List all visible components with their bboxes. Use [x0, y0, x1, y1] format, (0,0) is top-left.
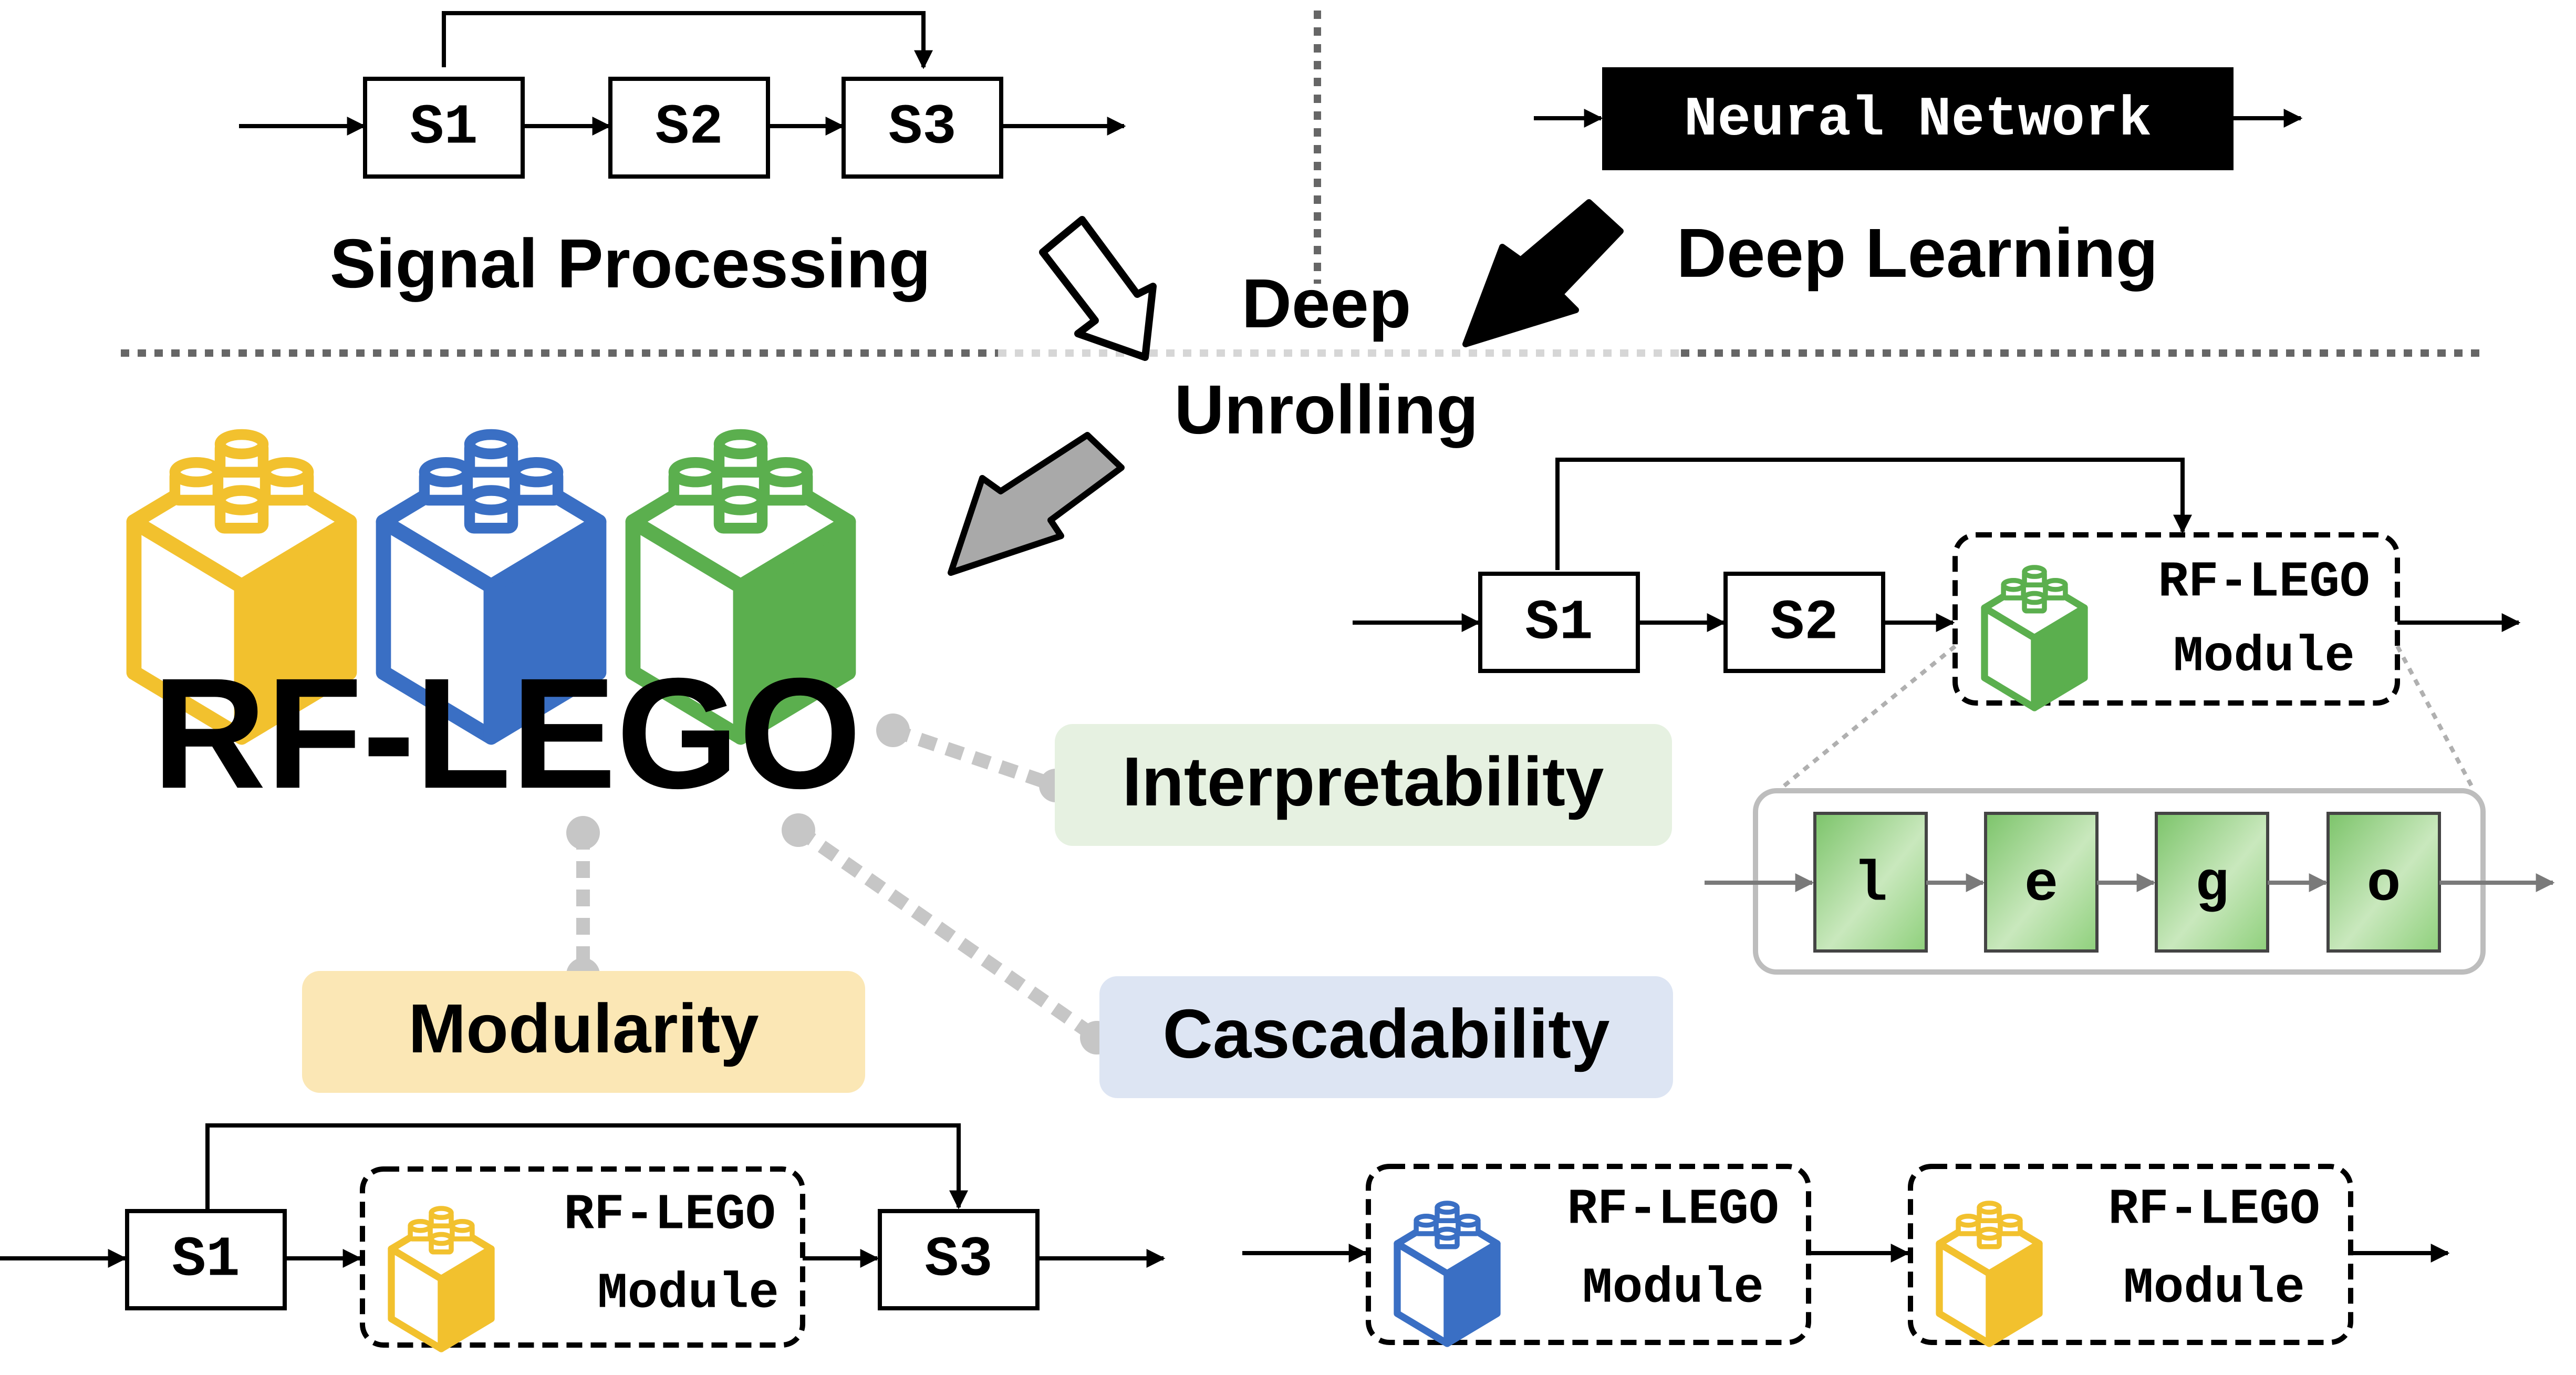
module-label-line2: Module	[597, 1265, 779, 1322]
stage-box-s1	[1478, 572, 1640, 673]
layer-box-l	[1813, 812, 1928, 953]
connector-dot	[566, 816, 600, 850]
deep-learning-pipeline: Neural Network Deep Learning	[1534, 67, 2303, 292]
module-label-line2: Module	[2173, 628, 2355, 685]
gray-arrow-icon	[948, 432, 1125, 576]
neural-network-box	[1602, 67, 2234, 170]
cascadability-label: Cascadability	[1162, 995, 1609, 1072]
module-label-line1: RF-LEGO	[2158, 553, 2370, 611]
deep-learning-caption: Deep Learning	[1677, 214, 2158, 292]
deep-unrolling-line1: Deep	[1242, 265, 1411, 342]
bottom-left-pipeline: S1 RF-LEGO Module S3	[0, 1123, 1166, 1349]
signal-processing-caption: Signal Processing	[330, 225, 931, 302]
stage-box-s1	[125, 1209, 287, 1310]
stage-label: S3	[888, 96, 957, 160]
interpretability-badge	[1055, 724, 1672, 846]
neural-network-label: Neural Network	[1684, 88, 2152, 151]
layer-label: l	[1854, 853, 1888, 917]
stage-label: S1	[410, 96, 478, 160]
deep-unrolling-line2: Unrolling	[1174, 371, 1478, 448]
stage-label: S1	[172, 1228, 240, 1293]
connector-dot	[782, 813, 815, 847]
stage-label: S2	[1770, 592, 1838, 656]
stage-label: S1	[1525, 592, 1593, 656]
layer-label: e	[2024, 853, 2059, 917]
connector-cascadability	[794, 824, 1101, 1043]
module-label-line2: Module	[1582, 1259, 1764, 1317]
solid-arrow-icon	[1462, 199, 1624, 347]
signal-processing-pipeline: S1 S2 S3 Signal Processing	[239, 11, 1126, 302]
interpretability-label: Interpretability	[1123, 743, 1604, 820]
bottom-right-pipeline: RF-LEGO Module RF-LEGO Module	[1242, 1164, 2450, 1343]
module-label-line2: Module	[2123, 1259, 2305, 1317]
connector-dot	[876, 714, 910, 747]
modularity-label: Modularity	[408, 990, 759, 1067]
stage-label: S3	[925, 1228, 993, 1293]
skip-connection	[442, 11, 933, 69]
layer-label: g	[2195, 853, 2229, 917]
module-label-line1: RF-LEGO	[1567, 1181, 1779, 1238]
skip-connection	[205, 1123, 968, 1209]
layer-label: o	[2367, 853, 2401, 917]
stage-label: S2	[655, 96, 723, 160]
stage-box-s2	[1723, 572, 1885, 673]
modularity-badge	[302, 971, 865, 1093]
hollow-arrow-icon	[1039, 216, 1157, 361]
stage-box-s1	[363, 77, 525, 179]
module-label-line1: RF-LEGO	[564, 1186, 775, 1243]
right-pipeline: S1 S2 RF-LEGO Module l e g o	[1353, 458, 2555, 975]
cascadability-badge	[1099, 976, 1673, 1098]
layer-box-o	[2326, 812, 2441, 953]
zoom-line-left	[1777, 644, 1957, 793]
rf-lego-title: RF-LEGO	[152, 645, 861, 821]
module-label-line1: RF-LEGO	[2108, 1181, 2320, 1238]
skip-connection	[1555, 458, 2192, 570]
zoom-line-right	[2395, 645, 2476, 792]
connector-interpretability	[890, 723, 1058, 792]
